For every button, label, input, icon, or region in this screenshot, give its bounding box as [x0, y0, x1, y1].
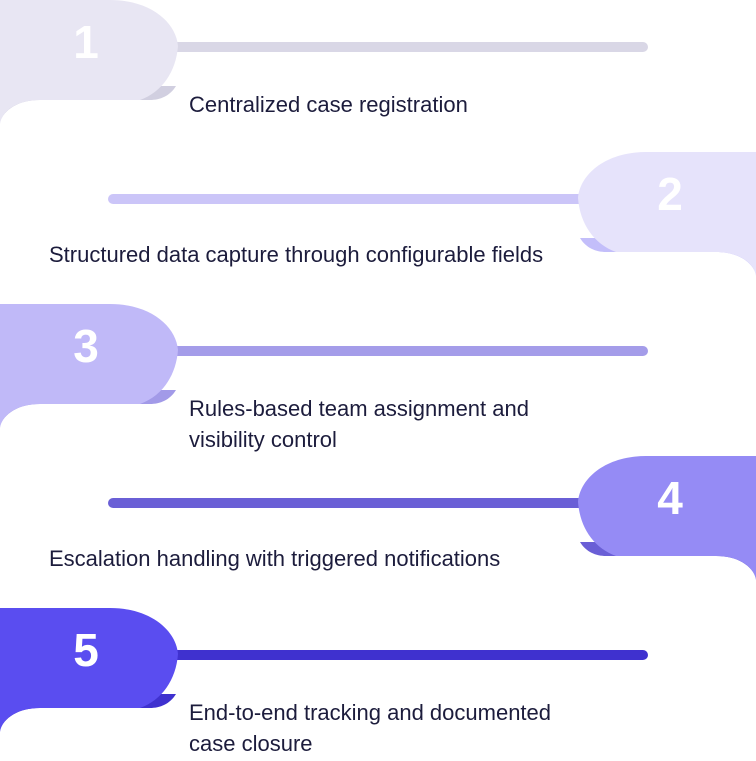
step-2: 2 Structured data capture through config… — [0, 152, 756, 304]
step-label: Centralized case registration — [189, 89, 468, 120]
step-label-line: Structured data capture through configur… — [49, 242, 544, 267]
step-label-line: Centralized case registration — [189, 92, 468, 117]
step-number: 1 — [73, 16, 99, 68]
step-1: 1 Centralized case registration — [0, 0, 756, 152]
step-number: 4 — [657, 472, 683, 524]
step-label: Structured data capture through configur… — [49, 239, 543, 270]
step-label-line: Rules-based team assignment and — [189, 396, 529, 421]
step-label: End-to-end tracking and documented case … — [189, 697, 551, 759]
step-4: 4 Escalation handling with triggered not… — [0, 456, 756, 608]
step-label-line: visibility control — [189, 427, 337, 452]
step-number: 2 — [657, 168, 683, 220]
step-2-tab-shape — [108, 152, 756, 276]
step-3-tab-shape — [0, 304, 648, 428]
step-label-line: case closure — [189, 731, 313, 756]
step-number: 3 — [73, 320, 99, 372]
step-5: 5 End-to-end tracking and documented cas… — [0, 608, 756, 760]
step-number: 5 — [73, 624, 99, 676]
step-5-tab-shape — [0, 608, 648, 732]
step-1-tab-shape — [0, 0, 648, 124]
step-label-line: End-to-end tracking and documented — [189, 700, 552, 725]
step-label: Escalation handling with triggered notif… — [49, 543, 500, 574]
step-label-line: Escalation handling with triggered notif… — [49, 546, 501, 571]
step-4-tab-shape — [108, 456, 756, 580]
step-label: Rules-based team assignment and visibili… — [189, 393, 529, 455]
step-3: 3 Rules-based team assignment and visibi… — [0, 304, 756, 456]
